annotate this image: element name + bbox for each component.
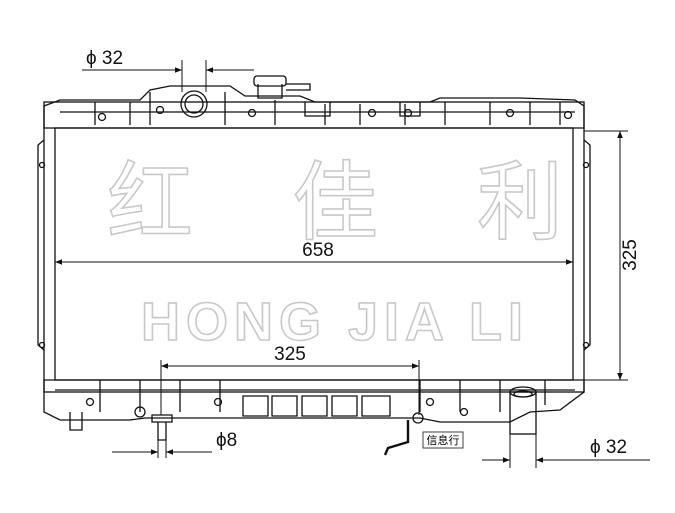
core-width-label: 658 xyxy=(302,240,334,261)
watermark-char-2: 佳 xyxy=(292,153,378,253)
top-tank xyxy=(43,85,585,129)
info-tag: 信息行 xyxy=(422,431,464,449)
left-bracket xyxy=(37,139,45,351)
mount-spacing-label: 325 xyxy=(274,344,306,365)
radiator-body xyxy=(37,75,591,456)
inlet-pipe xyxy=(180,90,208,118)
radiator-cap xyxy=(253,75,287,87)
watermark: 红 佳 利 HONG JIA LI xyxy=(106,152,564,353)
overflow-pipe xyxy=(286,83,311,91)
hose xyxy=(383,420,410,456)
filler-neck xyxy=(257,84,283,99)
right-bracket xyxy=(583,139,591,351)
dimension-lines xyxy=(55,60,650,468)
watermark-char-1: 红 xyxy=(107,153,193,253)
bottom-pockets xyxy=(242,395,391,417)
left-bolt-top xyxy=(38,161,46,169)
drain-fitting xyxy=(151,414,173,423)
outlet-diameter-label: ϕ 32 xyxy=(590,437,627,458)
info-tag-label: 信息行 xyxy=(427,433,460,447)
bottom-tank xyxy=(43,379,585,423)
inlet-diameter-label: ϕ 32 xyxy=(86,48,123,69)
drain-diameter-label: ϕ8 xyxy=(216,430,237,451)
right-bolt-top xyxy=(582,161,590,169)
right-bolt-bottom xyxy=(582,341,590,349)
left-bolt-bottom xyxy=(38,341,46,349)
left-lug xyxy=(69,412,83,431)
core-height-label: 325 xyxy=(620,239,641,271)
outlet-pipe xyxy=(509,391,537,435)
watermark-char-3: 利 xyxy=(477,153,563,253)
watermark-brand: HONG JIA LI xyxy=(141,292,529,352)
